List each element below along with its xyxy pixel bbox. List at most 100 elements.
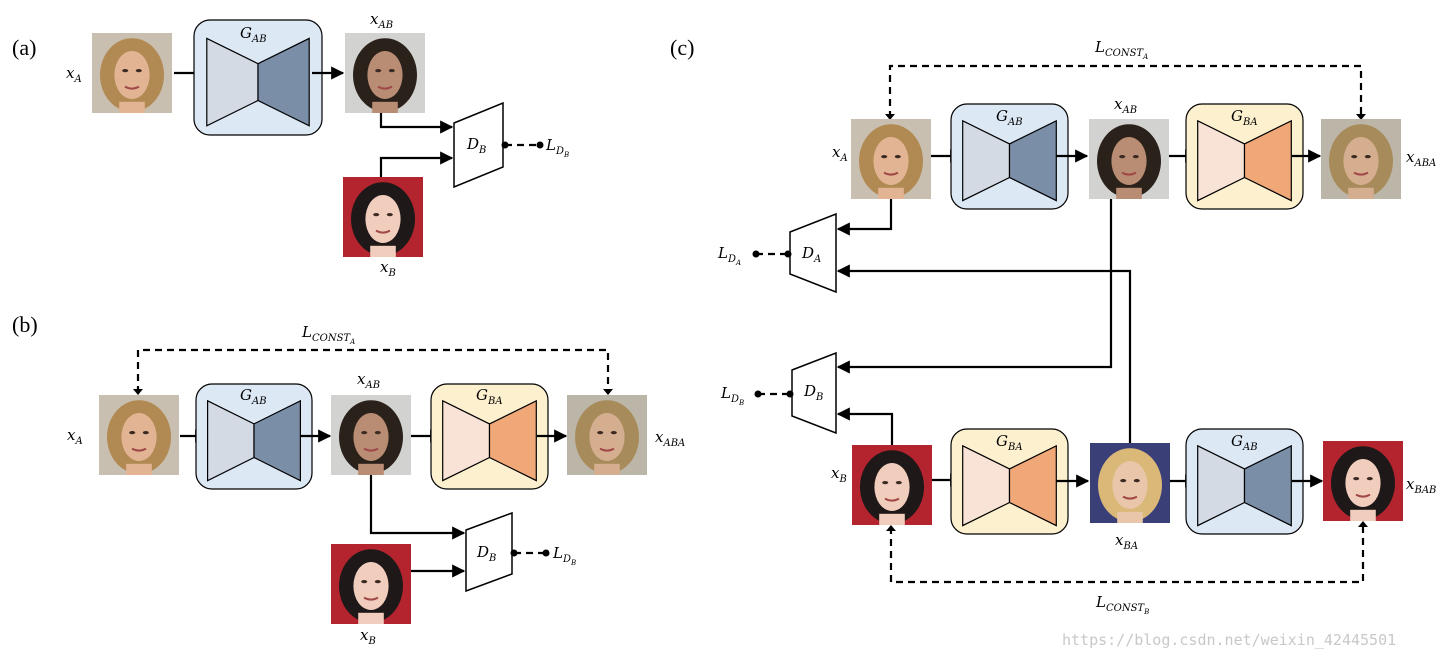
label-xb-c: xB — [831, 464, 847, 485]
dashed-lconst-a-b — [136, 348, 610, 393]
panel-c: LCONSTA xA GAB xAB GBA xABA DA LDA DB — [717, 38, 1436, 616]
face-eye-left — [375, 69, 382, 73]
face-mouth — [883, 171, 899, 176]
face-eye-right — [1132, 155, 1139, 159]
generator-gba-b — [430, 383, 549, 490]
label-db-b: DB — [476, 543, 496, 564]
label-xb: xB — [380, 258, 396, 279]
face-skin — [353, 562, 389, 610]
face-mouth — [363, 447, 379, 452]
arrow-xab-to-db-b — [369, 475, 466, 540]
discriminator-db-c — [791, 351, 837, 435]
label-lconst-b-c: LCONSTB — [1095, 593, 1149, 616]
generator-gab-c — [950, 103, 1069, 210]
face-eye-right — [1133, 479, 1140, 483]
face-skin — [1111, 137, 1147, 185]
face-eye-right — [374, 580, 381, 584]
arrow-xab-to-db — [379, 113, 454, 134]
decoder-trapezoid — [1008, 119, 1057, 202]
generator-gba-c2 — [950, 428, 1069, 535]
label-xab-c: xAB — [1114, 95, 1137, 116]
label-db-a: DB — [466, 135, 486, 156]
face-skin — [121, 413, 157, 461]
face-skin — [367, 51, 403, 99]
face-eye-left — [1351, 155, 1358, 159]
face-image-xba-c — [1090, 443, 1170, 523]
arrow-xb-to-db-c — [836, 407, 894, 445]
label-gba-c: GBA — [1231, 107, 1258, 128]
panel-label-b: (b) — [12, 312, 38, 337]
dot-ldb-a — [536, 141, 544, 149]
face-mouth — [377, 85, 393, 90]
label-xab-b: xAB — [357, 370, 380, 391]
discriminator-da-c — [789, 212, 837, 294]
face-mouth — [363, 596, 379, 601]
generator-gab — [193, 19, 323, 136]
face-skin — [353, 413, 389, 461]
face-eye-left — [882, 481, 889, 485]
face-mouth — [1121, 171, 1137, 176]
decoder-trapezoid — [257, 37, 310, 127]
face-neck — [370, 245, 396, 257]
dot-ldb-b — [542, 549, 550, 557]
face-skin — [1345, 459, 1381, 507]
face-eye-right — [894, 155, 901, 159]
face-skin — [589, 413, 625, 461]
face-eye-right — [388, 69, 395, 73]
label-lconst-a-b: LCONSTA — [301, 323, 355, 346]
panel-b: LCONSTA xA GAB xAB GBA xABA xB DB LDB — [67, 323, 685, 647]
dot-db-b — [510, 549, 518, 557]
face-neck — [372, 101, 398, 113]
face-neck — [1117, 511, 1143, 523]
face-image-xb-b — [331, 544, 411, 624]
face-mouth — [1355, 493, 1371, 498]
face-eye-left — [1120, 479, 1127, 483]
face-skin — [874, 463, 910, 511]
label-xba-c: xBA — [1115, 531, 1138, 552]
discriminator-db-a — [453, 101, 504, 189]
watermark: https://blog.csdn.net/weixin_42445501 — [1062, 631, 1396, 649]
label-xaba-b: xABA — [655, 428, 685, 449]
face-neck — [1350, 509, 1376, 521]
generator-gba-c — [1185, 103, 1304, 210]
generator-gab-b — [195, 383, 313, 490]
dot-da-c — [784, 250, 792, 258]
face-image-xaba-b — [567, 395, 647, 475]
face-eye-left — [122, 69, 129, 73]
face-image-xa-b — [99, 395, 179, 475]
decoder-trapezoid — [1008, 444, 1057, 527]
arrow-xab-to-db-c — [836, 199, 1113, 374]
face-eye-right — [135, 69, 142, 73]
face-neck — [594, 463, 620, 475]
panel-label-a: (a) — [12, 35, 36, 60]
face-eye-right — [610, 431, 617, 435]
dashed-end-left-c-bottom — [886, 525, 896, 531]
face-eye-left — [1119, 155, 1126, 159]
dot-db-a — [501, 141, 509, 149]
dashed-end-left-b — [133, 389, 143, 395]
face-skin — [1343, 137, 1379, 185]
face-skin — [1112, 461, 1148, 509]
face-mouth — [1353, 171, 1369, 176]
face-image-xa-c — [851, 119, 931, 199]
dot-ldb-c — [754, 390, 762, 398]
face-neck — [358, 612, 384, 624]
label-gba-b: GBA — [476, 386, 503, 407]
decoder-trapezoid — [488, 399, 537, 482]
arrow-xba-to-da-c — [836, 264, 1132, 443]
face-skin — [114, 51, 150, 99]
label-xaba-c: xABA — [1406, 148, 1436, 169]
label-ldb-b: LDB — [552, 544, 576, 567]
label-lda-c: LDA — [717, 244, 741, 267]
face-image-xab-b — [331, 395, 411, 475]
face-eye-right — [1366, 477, 1373, 481]
face-eye-left — [881, 155, 888, 159]
face-eye-right — [374, 431, 381, 435]
label-ldb-a: LDB — [545, 136, 569, 159]
dashed-end-left-c-top — [885, 114, 895, 120]
face-eye-right — [895, 481, 902, 485]
face-mouth — [1122, 495, 1138, 500]
panel-label-c: (c) — [670, 35, 694, 60]
dot-lda-c — [752, 250, 760, 258]
